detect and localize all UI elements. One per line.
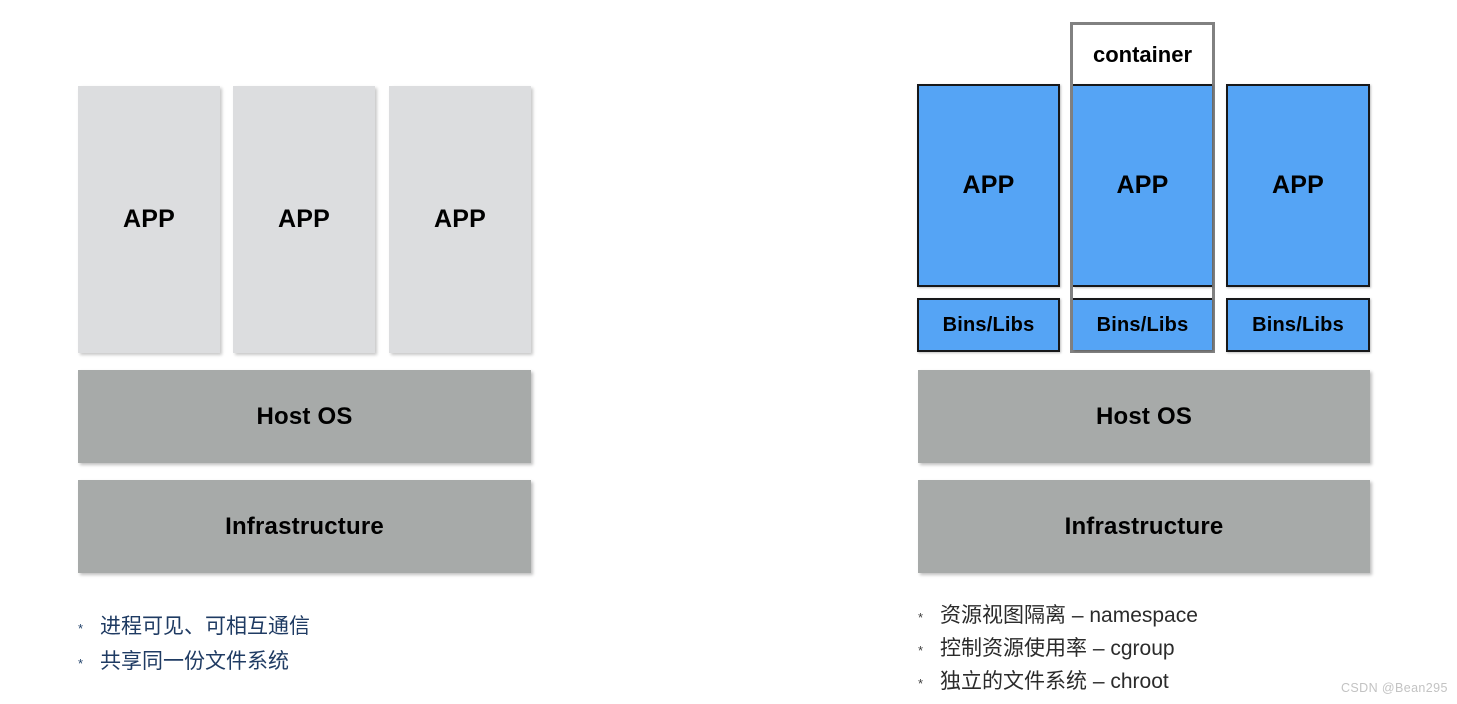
left-app-box-3-label: APP [433, 205, 486, 233]
right-host-os-label: Host OS [1095, 402, 1193, 430]
right-infrastructure-label: Infrastructure [1064, 512, 1224, 540]
bullet-marker-icon: * [918, 610, 924, 625]
bullet-marker-icon: * [918, 643, 924, 658]
bullet-marker-icon: * [78, 621, 84, 636]
right-bullet-item-3: * 独立的文件系统 – chroot [918, 669, 1198, 695]
bullet-marker-icon: * [918, 676, 924, 691]
right-app-box-2-label: APP [1116, 171, 1169, 199]
right-infrastructure-box: Infrastructure [918, 480, 1370, 573]
left-bullet-item-2: * 共享同一份文件系统 [78, 649, 310, 675]
left-bullet-text-1: 进程可见、可相互通信 [100, 615, 310, 638]
left-host-os-label: Host OS [256, 402, 353, 430]
left-app-box-3: APP [389, 86, 531, 353]
left-bullet-text-2: 共享同一份文件系统 [100, 650, 289, 673]
left-app-box-2-label: APP [277, 205, 330, 233]
right-bullet-text-1: 资源视图隔离 – namespace [940, 604, 1198, 627]
right-app-box-3-label: APP [1271, 171, 1324, 199]
left-infrastructure-box: Infrastructure [78, 480, 531, 573]
right-bins-libs-box-3: Bins/Libs [1226, 298, 1370, 352]
right-bullet-item-2: * 控制资源使用率 – cgroup [918, 636, 1198, 662]
right-app-box-3: APP [1226, 84, 1370, 287]
right-bins-libs-box-1: Bins/Libs [917, 298, 1060, 352]
container-title: container [1073, 25, 1212, 85]
left-app-box-1: APP [78, 86, 220, 353]
right-bullet-item-1: * 资源视图隔离 – namespace [918, 603, 1198, 629]
right-bullet-list: * 资源视图隔离 – namespace * 控制资源使用率 – cgroup … [918, 603, 1198, 702]
right-bins-libs-box-2: Bins/Libs [1073, 298, 1212, 350]
container-title-label: container [1092, 42, 1193, 67]
right-app-box-2: APP [1073, 84, 1212, 287]
watermark: CSDN @Bean295 [1341, 681, 1448, 695]
right-bullet-text-2: 控制资源使用率 – cgroup [940, 637, 1175, 660]
left-host-os-box: Host OS [78, 370, 531, 463]
right-host-os-box: Host OS [918, 370, 1370, 463]
right-bins-libs-label-2: Bins/Libs [1096, 313, 1189, 336]
left-bullet-list: * 进程可见、可相互通信 * 共享同一份文件系统 [78, 614, 310, 684]
bullet-marker-icon: * [78, 656, 84, 671]
left-bullet-item-1: * 进程可见、可相互通信 [78, 614, 310, 640]
right-bins-libs-label-1: Bins/Libs [942, 313, 1035, 336]
right-bullet-text-3: 独立的文件系统 – chroot [940, 670, 1169, 693]
left-app-box-2: APP [233, 86, 375, 353]
right-app-box-1-label: APP [962, 171, 1015, 199]
right-app-box-1: APP [917, 84, 1060, 287]
left-infrastructure-label: Infrastructure [225, 512, 384, 540]
left-app-box-1-label: APP [122, 205, 175, 233]
right-bins-libs-label-3: Bins/Libs [1252, 313, 1344, 336]
